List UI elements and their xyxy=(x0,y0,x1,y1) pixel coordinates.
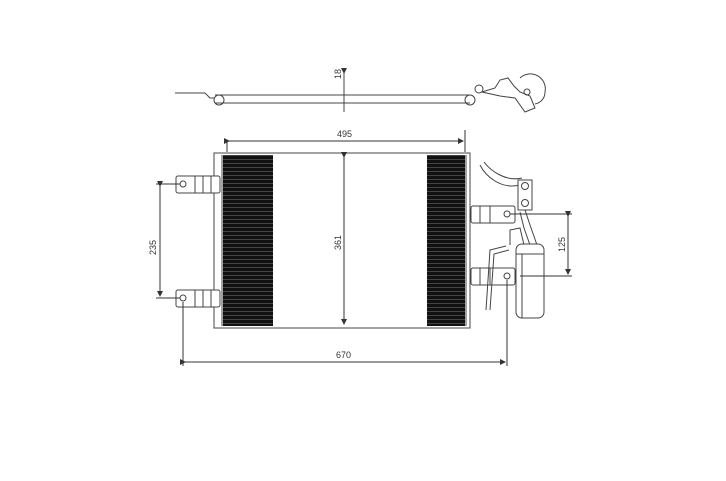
dim-core-height: 361 xyxy=(333,235,343,250)
dim-mount-right-line xyxy=(510,211,572,277)
front-view xyxy=(175,152,545,329)
dim-mount-right: 125 xyxy=(557,237,567,252)
dim-overall-width-line xyxy=(180,280,508,366)
left-mount-top xyxy=(175,175,221,194)
right-mount-top xyxy=(470,205,516,224)
dim-mount-left: 235 xyxy=(148,240,158,255)
left-mount-bottom xyxy=(175,289,221,308)
dim-thickness: 18 xyxy=(333,69,343,79)
top-view xyxy=(175,68,546,113)
dim-overall-width: 670 xyxy=(336,350,351,360)
block-fitting xyxy=(517,179,533,211)
receiver-drier xyxy=(515,243,545,319)
dim-core-width: 495 xyxy=(337,129,352,139)
fin-block-left xyxy=(223,155,273,326)
dim-core-width-line xyxy=(224,130,466,152)
fin-block-right xyxy=(427,155,465,326)
pipes xyxy=(479,161,538,311)
dim-mount-left-line xyxy=(156,181,180,299)
